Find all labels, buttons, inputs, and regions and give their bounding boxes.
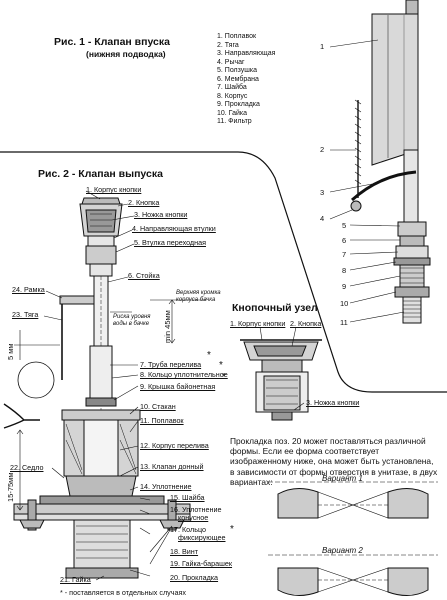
callout-number: 3: [320, 188, 325, 197]
outlet-valve-drawing: [3, 190, 205, 581]
fig1-legend-item: 11. Фильтр: [217, 118, 252, 125]
gasket-variant-1-drawing: [268, 481, 438, 519]
fig1-legend-item: 10. Гайка: [217, 109, 247, 117]
label-rod: 23. Тяга: [12, 310, 39, 319]
label-washer: 15. Шайба: [170, 493, 205, 502]
label-overflow-body: 12. Корпус перелива: [140, 441, 209, 450]
fig1-legend-item: 9. Прокладка: [217, 101, 260, 108]
label-bottom-valve: 13. Клапан донный: [140, 462, 204, 471]
label-screw: 18. Винт: [170, 547, 199, 556]
unit-label-leg: 3. Ножка кнопки: [306, 398, 360, 407]
fig2-title: Рис. 2 - Клапан выпуска: [38, 168, 163, 180]
fig1-title: Рис. 1 - Клапан впуска: [54, 36, 170, 48]
dimension-5mm: 5 мм: [6, 343, 15, 360]
label-frame: 24. Рамка: [12, 285, 45, 294]
dimension-min45: min 45мм: [163, 310, 172, 343]
label-wing-nut: 19. Гайка-барашек: [170, 559, 233, 568]
callout-number: 9: [342, 282, 347, 291]
fig1-legend-item: 6. Мембрана: [217, 75, 259, 83]
button-unit-drawing: [240, 326, 322, 421]
label-nut: 21. Гайка: [60, 575, 91, 584]
label-seat: 22. Седло: [10, 463, 44, 472]
button-unit-title: Кнопочный узел: [232, 302, 318, 314]
label-sealing-ring: 8. Кольцо уплотнительное: [140, 370, 228, 379]
section-divider: [0, 151, 447, 393]
fig1-legend-item: 1. Поплавок: [217, 33, 257, 40]
note-water-level: Риска уровня: [113, 314, 151, 320]
label-cone-seal: 16. Уплотнение: [170, 505, 222, 514]
unit-label-button: 2. Кнопка: [290, 319, 322, 328]
fig1-legend-item: 2. Тяга: [217, 41, 239, 49]
callout-number: 11: [340, 318, 348, 327]
label-cup: 10. Стакан: [140, 402, 176, 411]
label-gasket: 20. Прокладка: [170, 573, 219, 582]
footnote: * - поставляется в отдельных случаях: [60, 588, 187, 597]
fig1-legend-item: 5. Ползушка: [217, 67, 257, 74]
label-overflow-tube: 7. Труба перелива: [140, 360, 202, 369]
gasket-variant-2-drawing: [268, 554, 438, 596]
inlet-valve-drawing: [329, 0, 431, 324]
label-adapter-sleeve: 5. Втулка переходная: [134, 238, 206, 247]
label-float: 11. Поплавок: [140, 416, 184, 425]
callout-number: 4: [320, 214, 325, 223]
fig1-legend-item: 7. Шайба: [217, 84, 247, 91]
callout-number: 6: [342, 236, 347, 245]
fig1-legend-item: 3. Направляющая: [217, 50, 276, 57]
label-button: 2. Кнопка: [128, 198, 160, 207]
label-lock-ring-2: фиксирующее: [178, 533, 226, 542]
label-bayonet-cover: 9. Крышка байонетная: [140, 382, 216, 391]
label-button-leg: 3. Ножка кнопки: [134, 210, 188, 219]
callout-number: 7: [342, 250, 347, 259]
callout-number: 8: [342, 266, 347, 275]
callout-number: 1: [320, 42, 325, 51]
star-8: *: [219, 360, 223, 371]
star-7: *: [207, 350, 211, 361]
fig1-legend-item: 8. Корпус: [217, 92, 248, 100]
gasket-note: Прокладка поз. 20 может поставляться раз…: [230, 436, 438, 487]
callout-number: 10: [340, 299, 349, 308]
label-button-housing: 1. Корпус кнопки: [86, 185, 142, 194]
callout-number: 2: [320, 145, 325, 154]
label-seal: 14. Уплотнение: [140, 482, 192, 491]
label-guide-sleeve: 4. Направляющая втулки: [132, 224, 216, 233]
fig1-subtitle: (нижняя подводка): [86, 49, 166, 59]
dimension-15-75: 15-75мм: [6, 472, 15, 503]
unit-label-housing: 1. Корпус кнопки: [230, 319, 286, 328]
note-water-level-2: воды в бачке: [113, 321, 150, 327]
note-top-edge-2: корпуса бачка: [176, 297, 216, 303]
note-top-edge: Верхняя кромка: [176, 290, 221, 296]
label-cone-seal-2: конусное: [178, 513, 209, 522]
variant-2-label: Вариант 2: [322, 546, 363, 555]
star-17: *: [230, 524, 234, 535]
fig1-legend-item: 4. Рычаг: [217, 58, 245, 66]
label-lock-ring: 17. Кольцо: [170, 525, 206, 534]
label-stand: 6. Стойка: [128, 271, 160, 280]
star-9: *: [222, 372, 226, 383]
callout-number: 5: [342, 221, 347, 230]
variant-1-label: Вариант 1: [322, 474, 363, 483]
